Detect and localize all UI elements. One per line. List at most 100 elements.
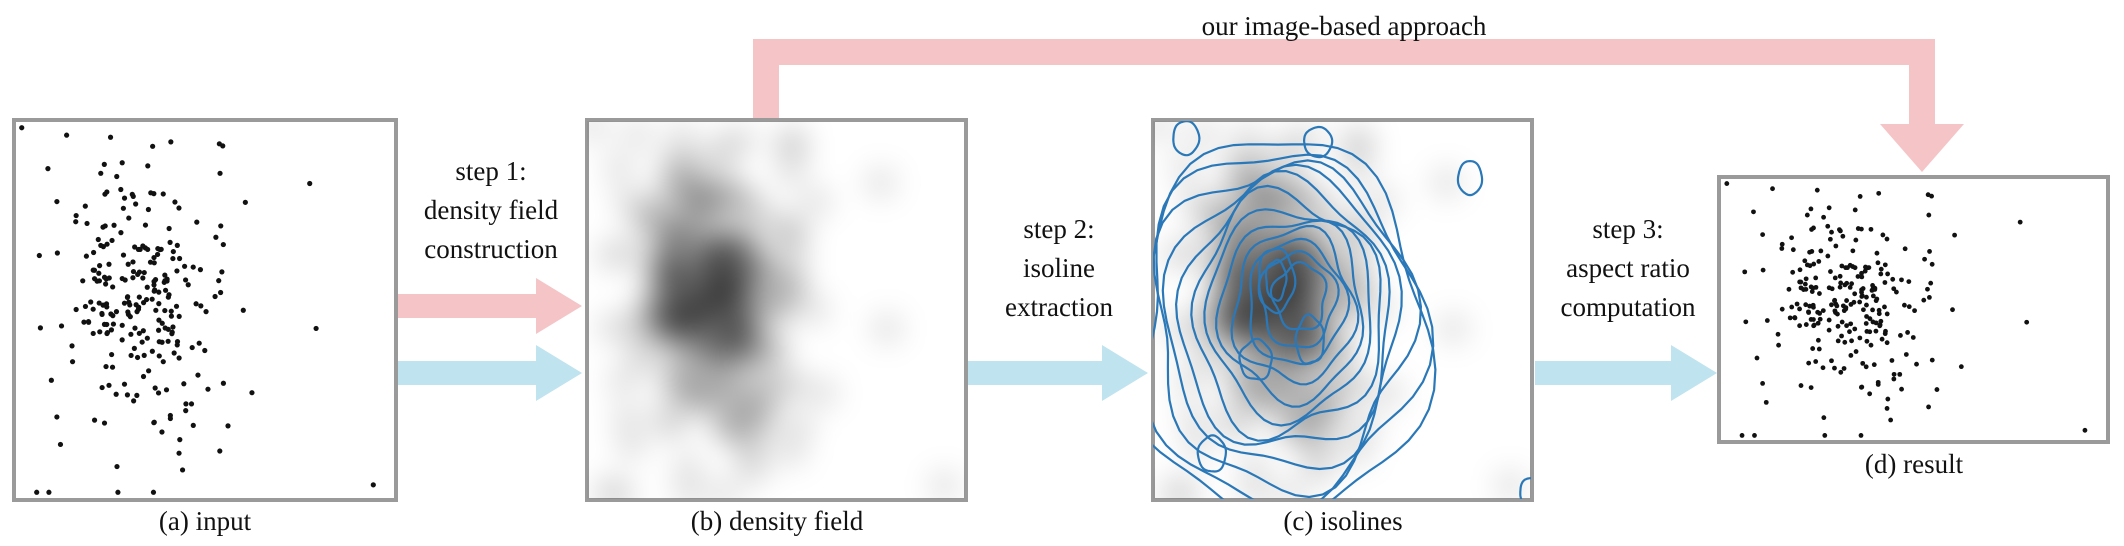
data-point bbox=[1789, 304, 1795, 310]
data-point bbox=[1724, 181, 1730, 186]
data-point bbox=[130, 275, 136, 281]
data-point bbox=[1928, 280, 1934, 286]
data-point bbox=[115, 489, 121, 495]
data-point bbox=[1815, 337, 1821, 343]
data-point bbox=[1804, 262, 1810, 268]
data-point bbox=[1837, 273, 1843, 279]
data-point bbox=[1910, 335, 1916, 340]
data-point bbox=[1803, 322, 1809, 327]
data-point bbox=[218, 289, 224, 296]
data-point bbox=[167, 415, 173, 422]
data-point bbox=[1811, 304, 1816, 310]
data-point bbox=[156, 353, 162, 359]
data-point bbox=[1826, 205, 1832, 211]
data-point bbox=[1952, 232, 1957, 238]
data-point bbox=[189, 344, 195, 351]
data-point bbox=[80, 278, 86, 284]
data-point bbox=[109, 364, 116, 370]
data-point bbox=[1817, 291, 1822, 296]
data-point bbox=[118, 186, 124, 193]
data-point bbox=[1797, 323, 1803, 329]
data-point bbox=[1873, 328, 1879, 334]
data-point bbox=[118, 230, 124, 236]
data-point bbox=[1855, 274, 1861, 279]
data-point bbox=[90, 330, 96, 337]
data-point bbox=[1868, 226, 1874, 232]
data-point bbox=[1829, 302, 1834, 308]
data-point bbox=[1864, 314, 1869, 319]
data-point bbox=[217, 448, 223, 454]
data-point bbox=[85, 319, 92, 325]
data-point bbox=[1834, 303, 1840, 309]
data-point bbox=[164, 278, 170, 284]
data-point bbox=[205, 386, 211, 392]
data-point bbox=[181, 381, 187, 387]
data-point bbox=[46, 489, 52, 495]
data-point bbox=[190, 422, 196, 428]
data-point bbox=[160, 191, 166, 197]
data-point bbox=[1914, 361, 1919, 367]
data-point bbox=[1811, 317, 1816, 322]
data-point bbox=[1821, 415, 1827, 421]
data-point bbox=[91, 417, 98, 423]
data-point bbox=[1912, 308, 1917, 314]
data-point bbox=[170, 255, 176, 262]
data-point bbox=[1828, 269, 1833, 274]
data-point bbox=[156, 317, 162, 323]
data-point bbox=[190, 264, 196, 270]
data-point bbox=[307, 180, 313, 187]
data-point bbox=[1844, 298, 1849, 303]
data-point bbox=[149, 296, 155, 302]
data-point bbox=[1742, 269, 1748, 275]
data-point bbox=[176, 255, 183, 262]
data-point bbox=[1863, 264, 1868, 270]
data-point bbox=[1873, 298, 1879, 304]
data-point bbox=[1809, 289, 1815, 294]
data-point bbox=[1763, 399, 1769, 405]
data-point bbox=[1859, 270, 1864, 276]
data-point bbox=[1876, 311, 1882, 317]
data-point bbox=[1837, 284, 1843, 290]
data-point bbox=[69, 359, 76, 365]
data-point bbox=[1878, 318, 1884, 324]
data-point bbox=[174, 242, 180, 248]
isoline bbox=[1302, 125, 1334, 159]
data-point bbox=[1848, 353, 1854, 358]
data-point bbox=[130, 259, 136, 265]
data-point bbox=[176, 355, 182, 361]
data-point bbox=[1848, 302, 1854, 307]
data-point bbox=[162, 307, 168, 314]
data-point bbox=[1820, 365, 1826, 371]
data-point bbox=[129, 191, 135, 197]
data-point bbox=[162, 287, 169, 293]
data-point bbox=[1857, 299, 1863, 305]
data-point bbox=[96, 270, 102, 276]
data-point bbox=[183, 401, 189, 407]
data-point bbox=[1864, 302, 1869, 308]
data-point bbox=[145, 206, 152, 213]
data-point bbox=[48, 377, 54, 383]
data-point bbox=[173, 303, 180, 309]
data-point bbox=[135, 306, 142, 312]
data-point bbox=[1811, 322, 1817, 328]
data-point bbox=[1849, 281, 1855, 287]
data-point bbox=[160, 359, 166, 365]
step2-blue-arrow bbox=[968, 345, 1148, 401]
data-point bbox=[1802, 281, 1808, 287]
isoline bbox=[1203, 208, 1372, 427]
data-point bbox=[1848, 321, 1854, 327]
data-point bbox=[1808, 284, 1814, 290]
data-point bbox=[1802, 258, 1808, 264]
data-point bbox=[91, 276, 98, 282]
data-point bbox=[1864, 338, 1870, 344]
data-point bbox=[140, 300, 147, 306]
data-point bbox=[144, 284, 150, 290]
data-point bbox=[1879, 336, 1885, 342]
data-point bbox=[1798, 285, 1804, 291]
data-point bbox=[108, 327, 115, 333]
data-point bbox=[1760, 380, 1766, 386]
data-point bbox=[1789, 235, 1794, 241]
data-point bbox=[1779, 306, 1785, 312]
data-point bbox=[176, 450, 182, 456]
data-point bbox=[120, 252, 127, 258]
